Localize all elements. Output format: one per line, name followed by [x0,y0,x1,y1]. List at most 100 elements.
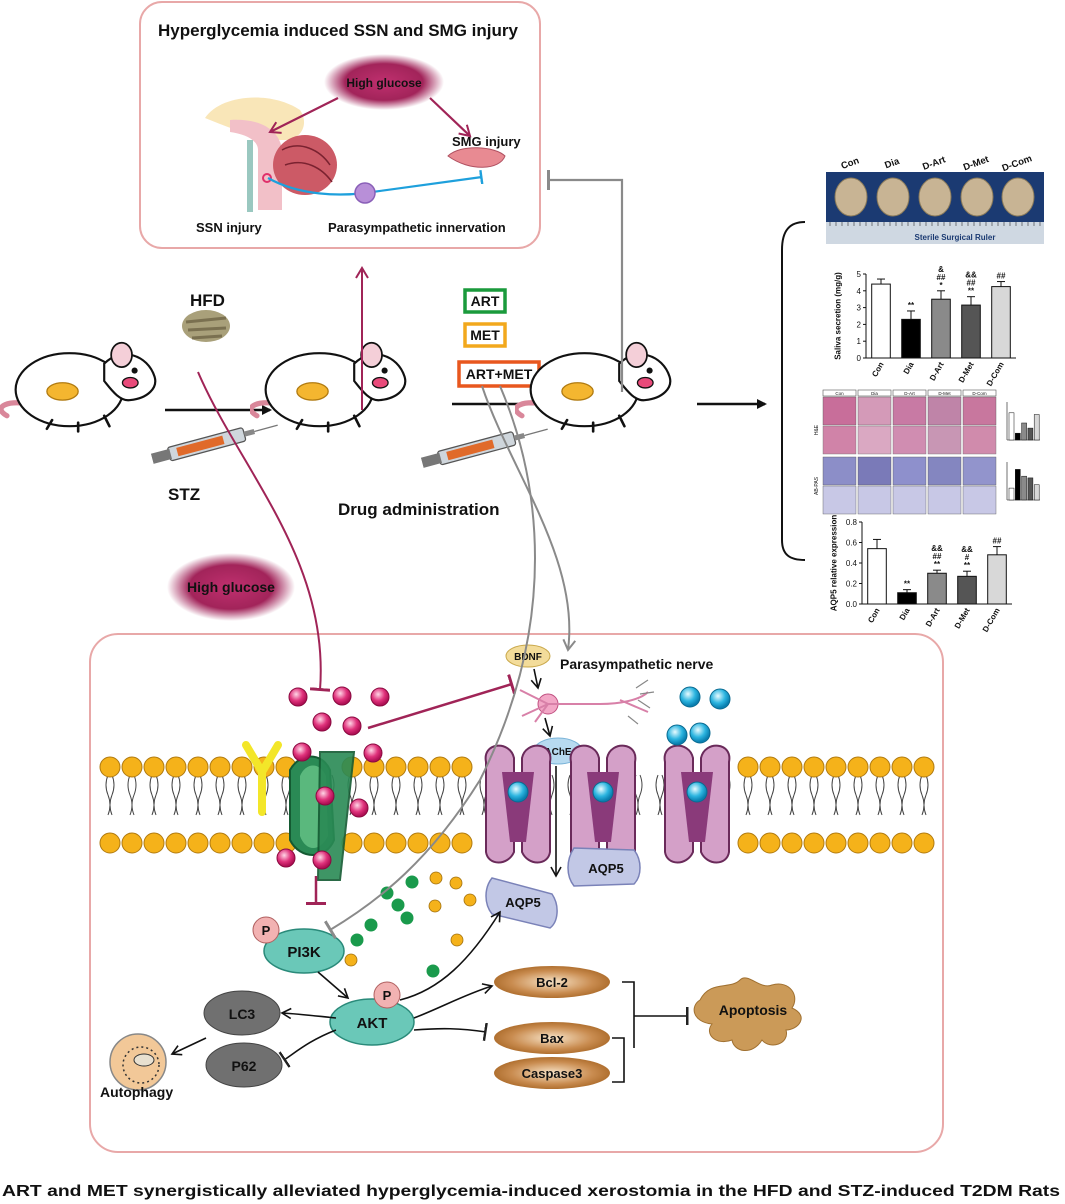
he-lower-2 [892,425,927,455]
lipid-tail [237,774,247,816]
bar-4 [987,554,1007,605]
he-lower-4 [962,425,997,455]
group-header-1: Dia [883,156,901,172]
lipid-head [869,756,891,778]
bar-1 [897,592,917,605]
y-tick-label: 0.2 [846,580,858,589]
significance-mark: ** [964,561,971,570]
significance-mark: ## [997,272,1006,281]
ab-upper-3 [927,456,962,486]
syringe-stz [149,417,281,467]
green-particle [426,964,440,978]
glucose-molecule [370,687,390,707]
lipid-head [803,756,825,778]
green-particle [400,911,414,925]
rat-3 [516,343,670,432]
lipid-tail [457,774,467,816]
lipid-head [891,756,913,778]
lc3-node [203,990,281,1036]
group-header-3: D-Met [962,154,991,174]
akt-phospho [373,981,401,1009]
significance-mark: ** [968,287,975,296]
he-lower-3 [927,425,962,455]
yellow-particle [429,871,443,885]
ab-upper-1 [857,456,892,486]
lipid-head [385,756,407,778]
aqp5-free-shape [485,877,558,929]
bax-label: Bax [540,1031,565,1046]
x-tick-label-3: D-Met [953,606,972,630]
mini-bar [1015,432,1021,441]
lipid-tail [919,774,929,816]
gland-3 [960,177,994,217]
y-tick-label: 0.4 [846,559,858,568]
treatment-label-0: ART [471,293,500,309]
lipid-tail [369,774,379,816]
lipid-tail [831,774,841,816]
autophagosome [109,1033,167,1091]
figure-caption: ART and MET synergistically alleviated h… [2,1183,1060,1200]
bax-node [494,1022,610,1054]
akt-to-aqp5-arrow [399,910,501,1001]
gland-4 [1001,177,1035,217]
ssn-injury-label: SSN injury [196,220,263,235]
lipid-head [451,756,473,778]
lipid-head [737,756,759,778]
lipid-tail [171,774,181,816]
lipid-head [825,832,847,854]
mini-bar [1008,487,1015,501]
glucose-molecule [312,850,332,870]
glucose-molecule [315,786,335,806]
glucose-molecule [349,798,369,818]
ruler-label: Sterile Surgical Ruler [915,233,996,242]
lipid-head [891,832,913,854]
histo-header-box [962,389,997,397]
lipid-tail [215,774,225,816]
histo-header-box [892,389,927,397]
rat3-inhibit-toppanel [547,170,624,392]
water-molecule [689,722,711,744]
aqp5-channels [484,744,731,864]
group-header-4: D-Com [1001,153,1034,174]
mini-bar [1015,469,1021,501]
drug-administration-label: Drug administration [338,500,500,519]
he-lower-1 [857,425,892,455]
lipid-head [253,832,275,854]
akt-to-bcl2-arrow [413,983,494,1019]
histo-header-box [857,389,892,397]
significance-mark: && [931,544,943,553]
x-tick-label-0: Con [870,360,886,378]
lipid-tail [765,774,775,816]
ab-lower-1 [857,485,892,515]
significance-mark: ** [934,560,941,569]
y-axis-label: AQP5 relative expression [829,515,838,612]
yellow-particle [463,893,477,907]
cytoplasm-particles [344,871,477,978]
x-tick-label-0: Con [866,606,882,624]
glucose-particles [276,686,390,870]
y-tick-label: 0.0 [846,600,858,609]
lipid-head [385,832,407,854]
lipid-tail [127,774,137,816]
lipid-tail [391,774,401,816]
y-tick-label: 0.6 [846,539,858,548]
smg-injury-label: SMG injury [452,134,521,149]
x-tick-label-1: Dia [902,360,916,376]
high-glucose-top-label: High glucose [346,76,422,90]
lipid-head [869,832,891,854]
y-tick-label: 3 [857,304,862,313]
gland-1 [876,177,910,217]
pi3k-phospho [252,916,280,944]
x-tick-label-4: D-Com [981,607,1002,634]
mini-bar [1021,422,1027,441]
bdnf-to-nerve-arrow [530,668,542,690]
syringe-drug [419,421,551,471]
results-bracket [781,221,806,561]
mini-bar [1033,484,1040,501]
ab-upper-4 [962,456,997,486]
lipid-tail [193,774,203,816]
bdnf-label: BDNF [514,652,542,663]
histo-header-1: Dia [871,391,878,396]
